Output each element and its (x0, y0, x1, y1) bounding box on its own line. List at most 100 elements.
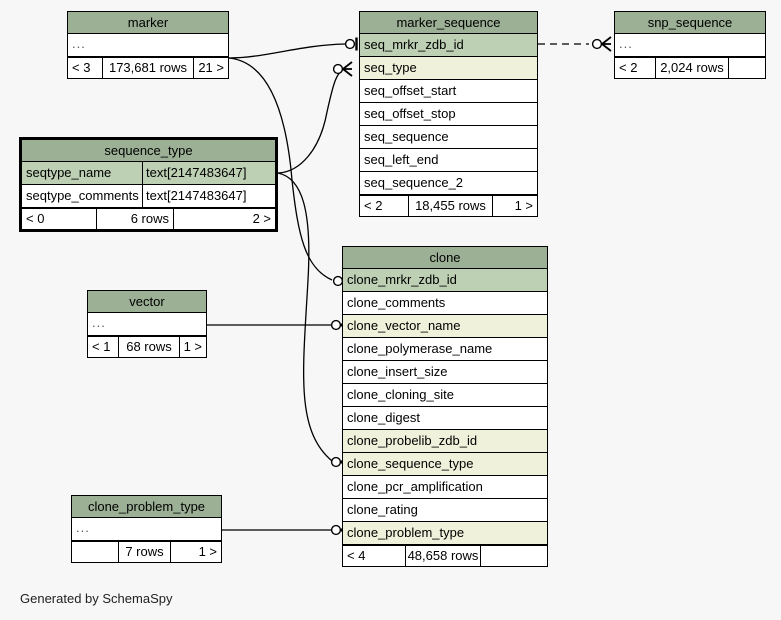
table-marker_sequence-row-seq_sequence_2[interactable]: seq_sequence_2 (360, 172, 537, 195)
column-label: ... (92, 315, 106, 330)
table-marker_sequence-row-seq_offset_start[interactable]: seq_offset_start (360, 80, 537, 103)
column-label: seq_sequence (364, 129, 449, 144)
footer-rowcount: 173,681 rows (102, 58, 194, 78)
table-clone-row-clone_digest[interactable]: clone_digest (343, 407, 547, 430)
terminator-many-clone-vector (330, 319, 342, 331)
column-label: ... (72, 36, 86, 51)
table-vector-title: vector (88, 291, 206, 313)
table-sequence_type-row-seqtype_comments[interactable]: seqtype_comments text[2147483647] (22, 185, 275, 208)
table-clone-row-clone_rating[interactable]: clone_rating (343, 499, 547, 522)
column-label: clone_sequence_type (347, 456, 474, 471)
column-label: clone_probelib_zdb_id (347, 433, 478, 448)
table-marker[interactable]: marker ... < 3 173,681 rows 21 > (67, 11, 229, 79)
footer-right[interactable]: 1 > (183, 339, 202, 354)
footer-rowcount: 68 rows (118, 337, 180, 357)
table-snp_sequence-footer: < 2 2,024 rows (615, 57, 765, 78)
table-snp_sequence[interactable]: snp_sequence ... < 2 2,024 rows (614, 11, 766, 79)
column-label: clone_digest (347, 410, 420, 425)
column-label: ... (76, 520, 90, 535)
table-snp_sequence-title: snp_sequence (615, 12, 765, 34)
footer-right[interactable]: 2 > (252, 211, 271, 226)
table-vector-row-ellipsis: ... (88, 313, 206, 336)
terminator-one-marker_sequence (344, 38, 356, 50)
footer-rowcount: 7 rows (118, 542, 171, 562)
table-clone-row-clone_cloning_site[interactable]: clone_cloning_site (343, 384, 547, 407)
table-clone-row-clone_insert_size[interactable]: clone_insert_size (343, 361, 547, 384)
column-label: clone_rating (347, 502, 418, 517)
column-label: ... (619, 36, 633, 51)
table-vector[interactable]: vector ... < 1 68 rows 1 > (87, 290, 207, 358)
footer-right[interactable]: 21 > (198, 60, 224, 75)
table-snp_sequence-row-ellipsis: ... (615, 34, 765, 57)
terminator-many-clone-seqtype (330, 456, 342, 468)
table-marker-footer: < 3 173,681 rows 21 > (68, 57, 228, 78)
footer-right[interactable] (481, 546, 547, 566)
column-label: seqtype_comments (26, 188, 139, 203)
table-marker-row-ellipsis: ... (68, 34, 228, 57)
column-label: seq_sequence_2 (364, 175, 464, 190)
column-label: clone_cloning_site (347, 387, 454, 402)
footer-left[interactable]: < 3 (72, 60, 91, 75)
column-type: text[2147483647] (142, 185, 275, 207)
table-marker-title: marker (68, 12, 228, 34)
table-sequence_type-footer: < 0 6 rows 2 > (22, 208, 275, 229)
table-marker_sequence-row-seq_type[interactable]: seq_type (360, 57, 537, 80)
table-vector-footer: < 1 68 rows 1 > (88, 336, 206, 357)
table-clone-row-clone_mrkr_zdb_id[interactable]: clone_mrkr_zdb_id (343, 269, 547, 292)
footer-left[interactable] (72, 542, 118, 562)
column-label: seqtype_name (26, 165, 112, 180)
column-label: seq_left_end (364, 152, 439, 167)
table-clone-row-clone_comments[interactable]: clone_comments (343, 292, 547, 315)
column-label: clone_polymerase_name (347, 341, 493, 356)
table-marker_sequence-row-seq_offset_stop[interactable]: seq_offset_stop (360, 103, 537, 126)
table-marker_sequence-title: marker_sequence (360, 12, 537, 34)
footer-left[interactable]: < 1 (92, 339, 111, 354)
column-label: seq_offset_start (364, 83, 457, 98)
column-label: clone_problem_type (347, 525, 465, 540)
footer-left[interactable]: < 2 (364, 198, 383, 213)
footer-right[interactable]: 1 > (514, 198, 533, 213)
table-clone-row-clone_vector_name[interactable]: clone_vector_name (343, 315, 547, 338)
footer-right[interactable] (729, 58, 765, 78)
table-marker_sequence-row-seq_left_end[interactable]: seq_left_end (360, 149, 537, 172)
table-clone-row-clone_problem_type[interactable]: clone_problem_type (343, 522, 547, 545)
edge-marker-to-marker_sequence (228, 43, 346, 59)
table-marker_sequence[interactable]: marker_sequence seq_mrkr_zdb_id seq_type… (359, 11, 538, 217)
footer-rowcount: 18,455 rows (408, 196, 493, 216)
table-clone_problem_type-footer: 7 rows 1 > (72, 541, 221, 562)
edge-sequence_type-to-clone (277, 172, 333, 462)
table-clone[interactable]: clone clone_mrkr_zdb_id clone_comments c… (342, 246, 548, 567)
table-sequence_type-title: sequence_type (22, 140, 275, 162)
table-sequence_type-row-seqtype_name[interactable]: seqtype_name text[2147483647] (22, 162, 275, 185)
footer-rowcount: 6 rows (96, 209, 174, 229)
table-marker_sequence-row-seq_sequence[interactable]: seq_sequence (360, 126, 537, 149)
footer-rowcount: 2,024 rows (655, 58, 729, 78)
table-clone_problem_type[interactable]: clone_problem_type ... 7 rows 1 > (71, 495, 222, 563)
column-label: clone_mrkr_zdb_id (347, 272, 457, 287)
table-clone-row-clone_pcr_amplification[interactable]: clone_pcr_amplification (343, 476, 547, 499)
edge-sequence_type-to-marker_sequence (277, 68, 345, 174)
column-label: clone_comments (347, 295, 446, 310)
table-clone_problem_type-title: clone_problem_type (72, 496, 221, 518)
footer-left[interactable]: < 2 (619, 60, 638, 75)
table-marker_sequence-row-seq_mrkr_zdb_id[interactable]: seq_mrkr_zdb_id (360, 34, 537, 57)
column-label: clone_vector_name (347, 318, 461, 333)
table-clone-row-clone_probelib_zdb_id[interactable]: clone_probelib_zdb_id (343, 430, 547, 453)
footer-left[interactable]: < 4 (347, 548, 366, 563)
column-label: seq_type (364, 60, 417, 75)
terminator-many-clone-problem (330, 524, 342, 536)
table-clone-footer: < 4 48,658 rows (343, 545, 547, 566)
table-sequence_type[interactable]: sequence_type seqtype_name text[21474836… (19, 137, 278, 232)
table-clone-title: clone (343, 247, 547, 269)
table-marker_sequence-footer: < 2 18,455 rows 1 > (360, 195, 537, 216)
column-label: clone_pcr_amplification (347, 479, 483, 494)
footer-left[interactable]: < 0 (26, 211, 45, 226)
table-clone-row-clone_polymerase_name[interactable]: clone_polymerase_name (343, 338, 547, 361)
footer-right[interactable]: 1 > (198, 544, 217, 559)
terminator-many-snp_sequence (591, 38, 603, 50)
table-clone_problem_type-row-ellipsis: ... (72, 518, 221, 541)
column-label: clone_insert_size (347, 364, 448, 379)
table-clone-row-clone_sequence_type[interactable]: clone_sequence_type (343, 453, 547, 476)
generated-by-note: Generated by SchemaSpy (20, 591, 173, 606)
